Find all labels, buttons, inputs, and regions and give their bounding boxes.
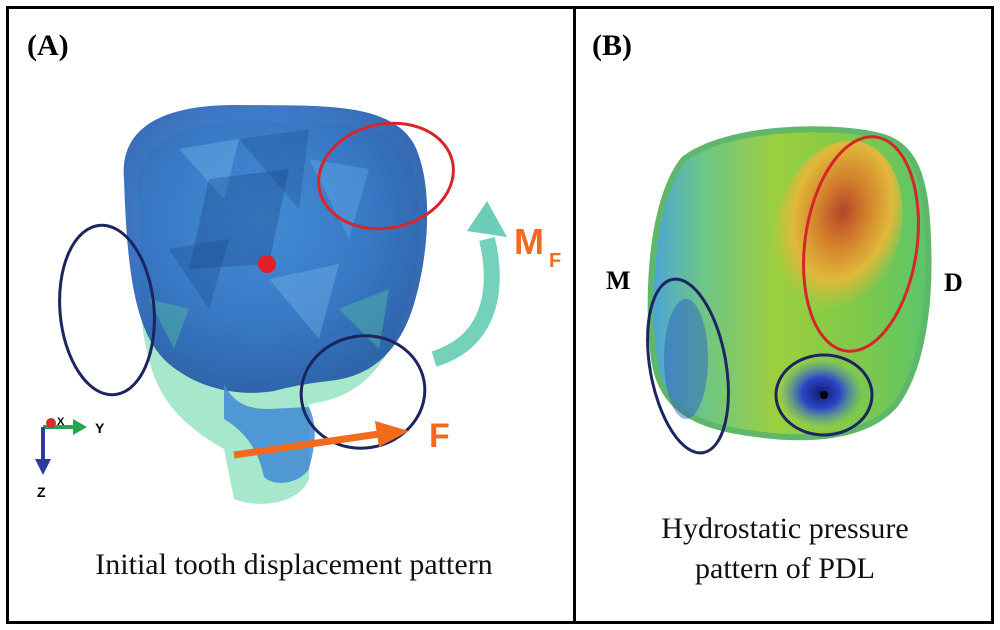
pressure-minimum-point — [820, 391, 828, 399]
axis-y-label: Y — [95, 420, 105, 436]
center-of-resistance-dot — [258, 255, 276, 273]
mesial-low-pressure-ellipse — [646, 277, 730, 455]
moment-label-subscript: F — [549, 250, 561, 272]
displaced-tooth-crown — [123, 104, 428, 393]
distal-high-pressure-ellipse — [802, 135, 920, 353]
coordinate-axes: X Y Z — [35, 416, 105, 500]
panel-b-caption: Hydrostatic pressure pattern of PDL — [576, 509, 994, 589]
tooth-root — [224, 384, 315, 483]
force-region-ellipse — [299, 334, 427, 450]
moment-arrow — [431, 237, 500, 367]
mesh-facets — [149, 129, 389, 349]
moment-arrow-head — [467, 201, 507, 237]
pdl-pressure-illustration: M D — [606, 126, 963, 455]
distal-label: D — [944, 268, 963, 297]
panel-a: F M F X Y Z (A) Initial tooth displaceme… — [6, 6, 576, 624]
low-pressure-area-mesial — [664, 299, 708, 419]
panel-b-caption-line2: pattern of PDL — [695, 552, 875, 585]
moment-label: M — [514, 221, 544, 262]
panel-b: M D (B) Hydrostatic pressure pattern of … — [576, 6, 994, 624]
force-arrow — [233, 430, 380, 459]
axis-z-label: Z — [37, 484, 46, 500]
axis-x-label: X — [57, 416, 65, 428]
panel-a-caption: Initial tooth displacement pattern — [95, 548, 493, 581]
high-pressure-area — [773, 140, 903, 318]
tooth-displacement-illustration: F M F X Y Z — [35, 104, 561, 504]
panel-b-label: (B) — [592, 29, 632, 62]
force-label: F — [429, 417, 450, 455]
panel-b-caption-line1: Hydrostatic pressure — [661, 512, 909, 545]
compression-region-ellipse — [317, 121, 455, 231]
distal-low-pressure-ellipse — [774, 353, 874, 437]
mesial-label: M — [606, 266, 631, 295]
force-arrow-head — [375, 421, 409, 447]
mesial-region-ellipse — [58, 223, 156, 397]
panel-a-label: (A) — [27, 29, 69, 62]
